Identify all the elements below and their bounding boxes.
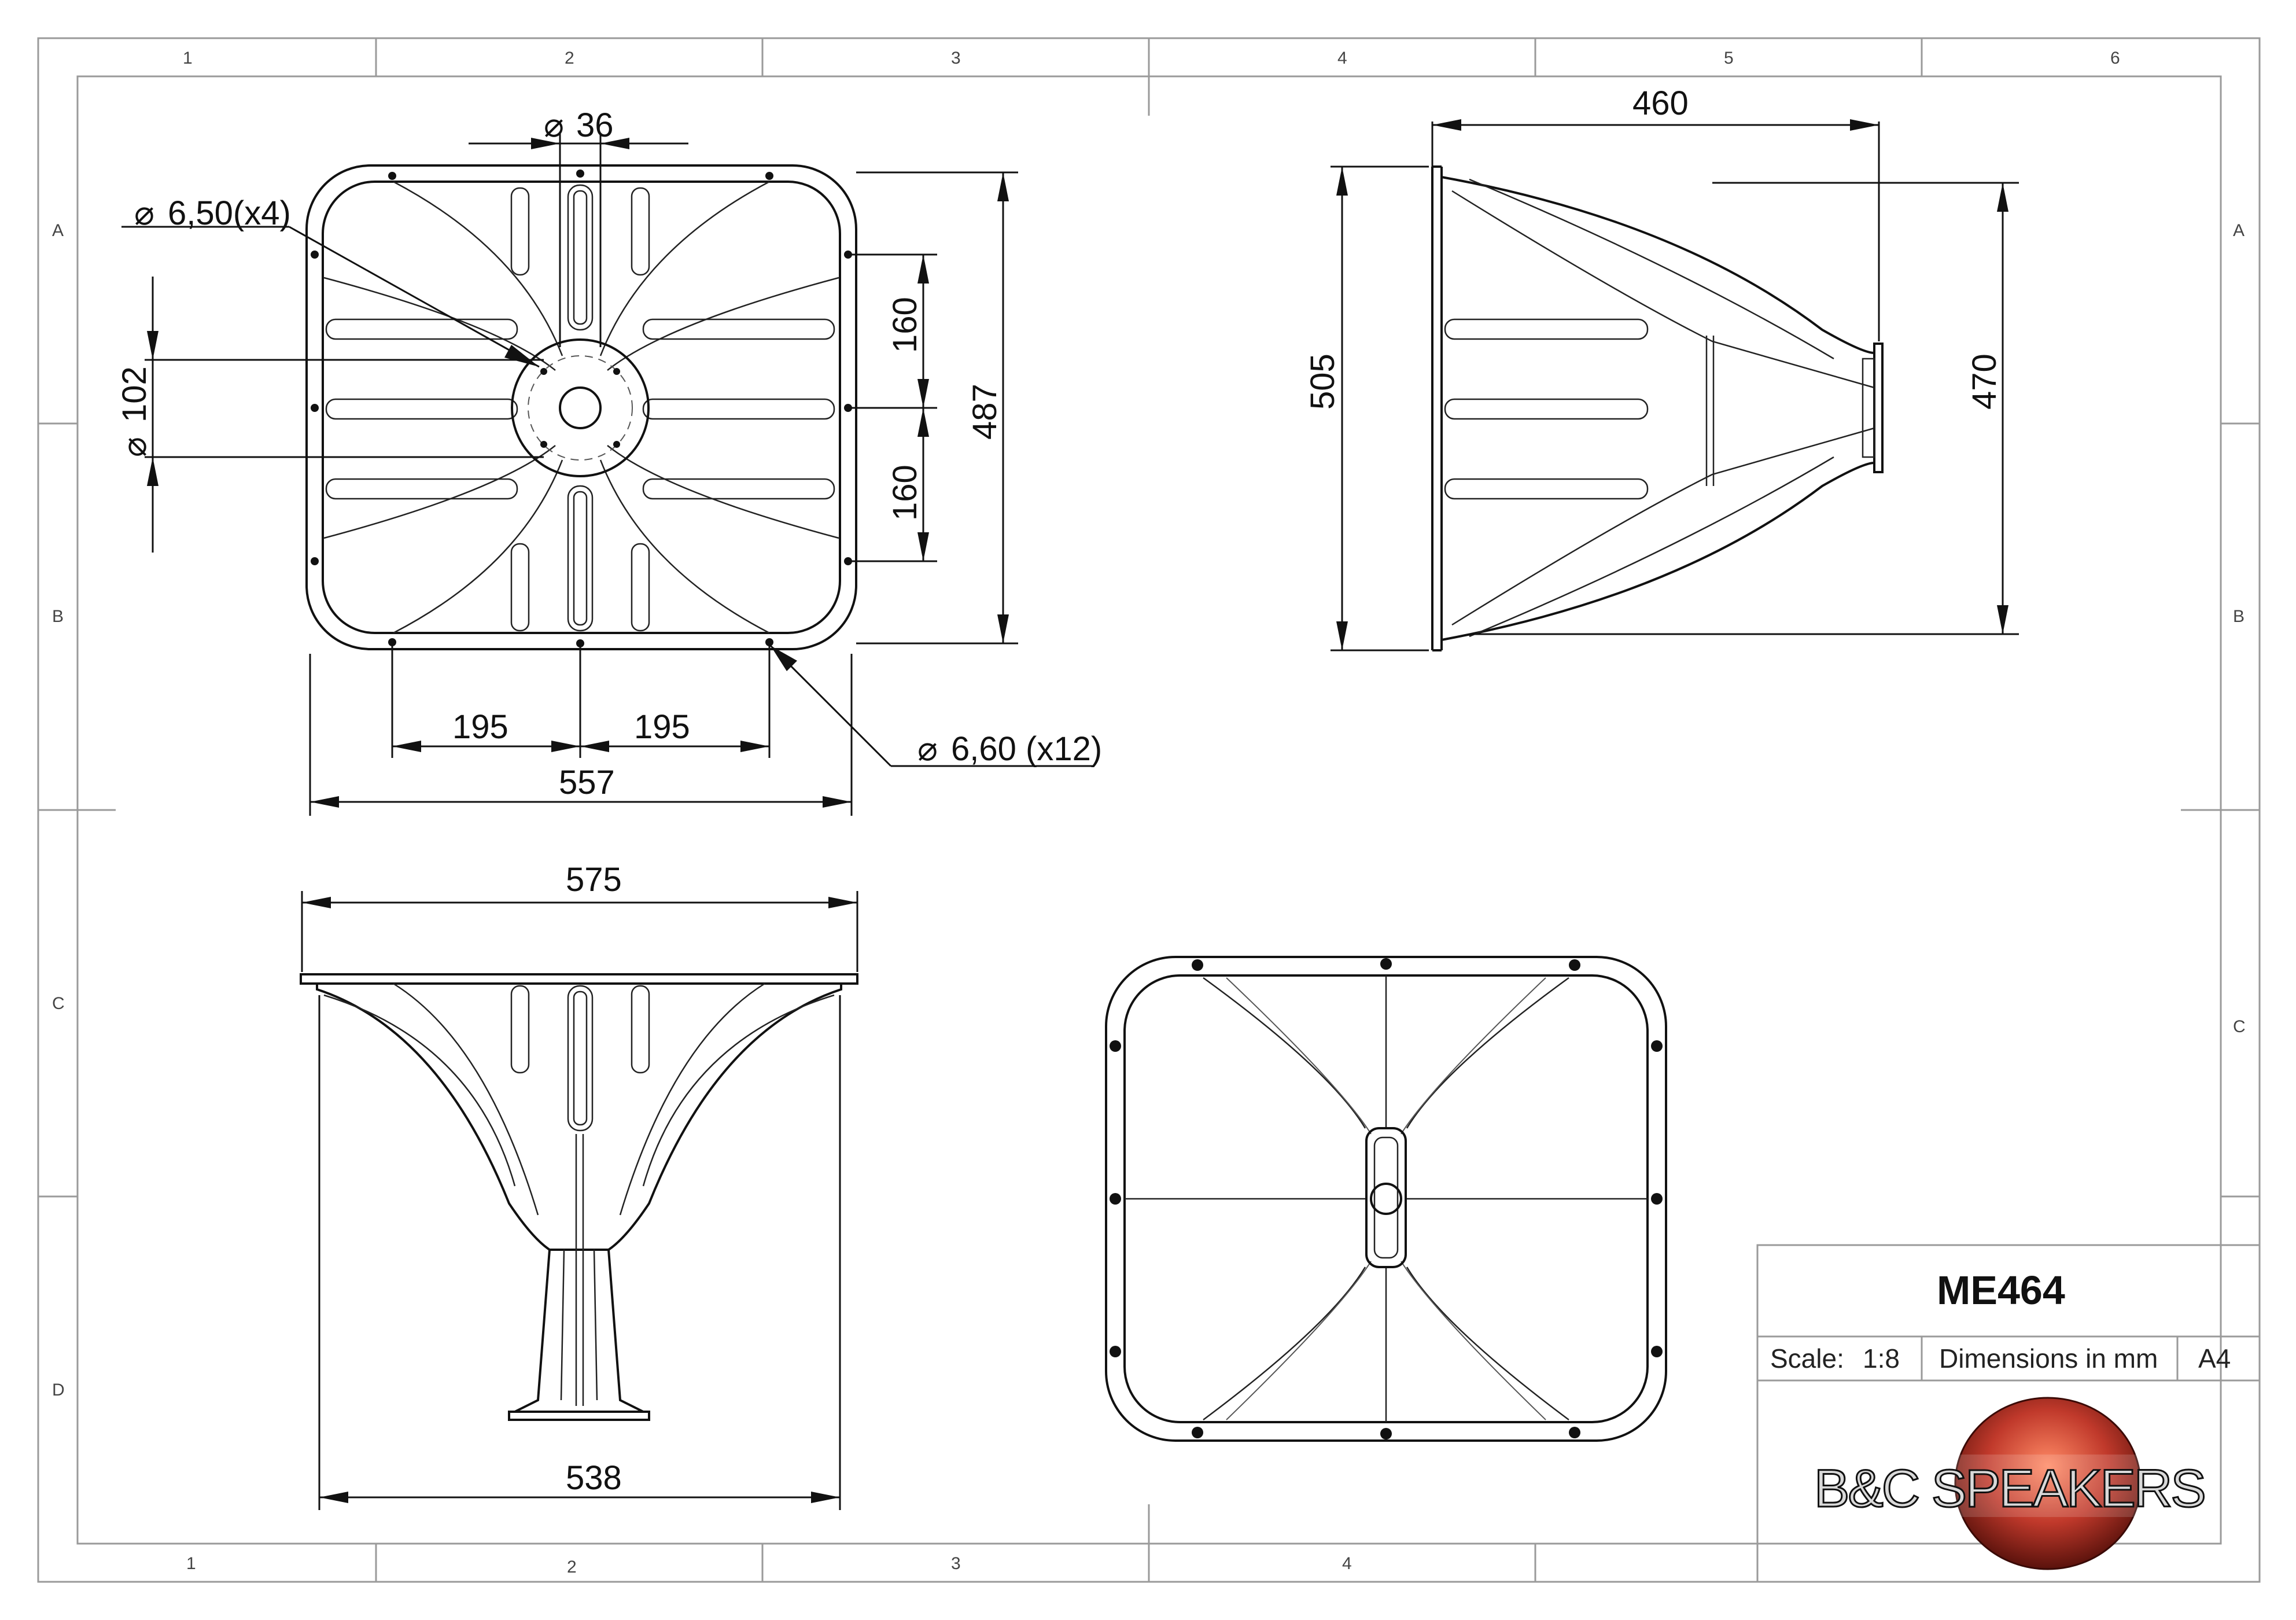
dim-throat-diameter: ⌀ [544, 106, 564, 144]
top-view [300, 973, 858, 1421]
dim-spacing-right: 195 [634, 708, 690, 746]
zone-col-5: 5 [1724, 49, 1734, 68]
dim-top-flange-width: 575 [566, 861, 622, 899]
zone-col-bottom-3: 3 [951, 1554, 961, 1573]
sheet-frame [37, 37, 2261, 1583]
zone-row-c-right: C [2233, 1017, 2246, 1036]
zone-col-3: 3 [951, 49, 961, 68]
title-block: ME464 Scale: 1:8 Dimensions in mm A4 B&C… [1756, 1244, 2261, 1583]
zone-row-b: B [52, 607, 64, 626]
scale-label: Scale: [1770, 1343, 1844, 1374]
side-view [1431, 165, 1884, 651]
units-label: Dimensions in mm [1939, 1343, 2158, 1374]
zone-row-d: D [52, 1380, 65, 1400]
dim-front-height: 487 [966, 384, 1004, 440]
zone-col-bottom-4: 4 [1342, 1554, 1352, 1573]
logo-text: B&C SPEAKERS [1814, 1459, 2205, 1518]
zone-row-a-right: A [2233, 221, 2245, 240]
dim-spacing-upper: 160 [886, 297, 924, 353]
front-view [305, 164, 857, 650]
zone-labels: 1 2 3 4 5 6 1 2 3 4 A B C D A B C [52, 49, 2246, 1577]
dim-side-flange-height: 505 [1304, 354, 1342, 410]
zone-row-c: C [52, 994, 65, 1013]
bc-speakers-logo: B&C SPEAKERS [1807, 1397, 2207, 1570]
dim-hole-small-callout: 6,50(x4) [168, 194, 291, 232]
paper-size: A4 [2198, 1343, 2231, 1374]
dim-front-width: 557 [559, 764, 615, 801]
zone-row-a: A [52, 221, 64, 240]
dim-hole-large-symbol: ⌀ [917, 730, 938, 768]
zone-row-b-right: B [2233, 607, 2245, 626]
dim-side-mouth-height: 470 [1966, 354, 2003, 410]
dim-hole-large-callout: 6,60 (x12) [951, 730, 1102, 768]
zone-col-4: 4 [1337, 49, 1347, 68]
scale-value: 1:8 [1863, 1343, 1900, 1374]
dim-throat-diameter-value: 36 [576, 106, 614, 144]
dim-side-depth: 460 [1632, 84, 1689, 122]
front-view-dimensions: ⌀ 36 ⌀ 6,50(x4) ⌀ 102 160 160 487 [116, 106, 1102, 816]
top-view-dimensions: 575 538 [301, 861, 858, 1510]
zone-col-1: 1 [183, 49, 193, 68]
dim-top-mouth-width: 538 [566, 1459, 622, 1497]
zone-col-bottom-2: 2 [567, 1558, 577, 1577]
zone-col-2: 2 [565, 49, 574, 68]
dim-spacing-left: 195 [452, 708, 508, 746]
model-name: ME464 [1937, 1268, 2065, 1313]
dim-hole-small-symbol: ⌀ [134, 194, 154, 232]
zone-col-bottom-1: 1 [186, 1554, 196, 1573]
dim-throat-pcd: 102 [116, 366, 153, 422]
dim-throat-pcd-symbol: ⌀ [116, 437, 153, 457]
rear-view [1105, 956, 1667, 1442]
side-view-dimensions: 460 505 470 [1304, 84, 2019, 651]
zone-col-6: 6 [2110, 49, 2120, 68]
dim-spacing-lower: 160 [886, 465, 924, 521]
